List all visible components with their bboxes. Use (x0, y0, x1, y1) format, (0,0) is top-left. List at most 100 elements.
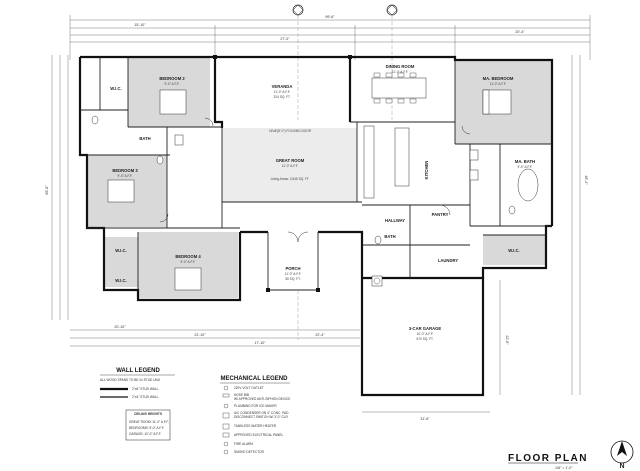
svg-text:BEDROOM 2: BEDROOM 2 (159, 76, 185, 81)
svg-text:BATH: BATH (139, 136, 150, 141)
dim-top-right: 20'-4" (515, 30, 525, 34)
title-block: FLOOR PLAN 1/8" = 1'-0" (508, 453, 588, 470)
svg-text:N: N (619, 463, 624, 470)
svg-text:BEDROOM 3: BEDROOM 3 (112, 168, 138, 173)
room-label-porch: PORCH 11'-0" A.F.F. 56 SQ. FT. (285, 266, 302, 281)
room-label-wic-bed4: W.I.C. (115, 278, 126, 283)
svg-text:W.I.C.: W.I.C. (115, 278, 126, 283)
room-label-laundry: LAUNDRY (438, 258, 459, 263)
svg-text:MA. BATH: MA. BATH (515, 159, 535, 164)
right-dimensions: 48'-4" (571, 55, 588, 395)
room-label-bath-center: BATH (384, 234, 395, 239)
svg-text:SMOKE DETECTOR: SMOKE DETECTOR (234, 450, 265, 454)
dim-bottom-a: 20'-10" (114, 325, 126, 329)
svg-text:DISCONNECT SWITCH W/ 3'-0" CLR: DISCONNECT SWITCH W/ 3'-0" CLR (234, 415, 288, 419)
doors (159, 117, 471, 243)
top-dimensions: 99'-6" 15'-10" 27'-0" 20'-4" (69, 15, 591, 60)
svg-text:9'-0" A.F.F.: 9'-0" A.F.F. (164, 82, 179, 86)
dim-top-overall: 99'-6" (325, 15, 335, 19)
dim-top-mid: 27'-0" (280, 37, 290, 41)
svg-text:16'x8'(8'-0") FOLDING DOOR: 16'x8'(8'-0") FOLDING DOOR (269, 129, 312, 133)
wall-legend-title: WALL LEGEND (116, 368, 160, 374)
svg-text:GREAT ROOM: GREAT ROOM (276, 158, 305, 163)
drawing-scale: 1/8" = 1'-0" (555, 466, 573, 470)
dim-garage-width: 31'-6" (420, 417, 430, 421)
left-dimensions: 65'-8" (45, 55, 69, 320)
room-label-dining: DINING ROOM 11'-0" A.F.F. (386, 64, 415, 74)
svg-text:GARAGE: 10'-0" A.F.F.: GARAGE: 10'-0" A.F.F. (129, 432, 161, 436)
svg-text:ALL WOOD SPANS TO BE 2x STUD U: ALL WOOD SPANS TO BE 2x STUD UNO (100, 378, 161, 382)
room-label-bedroom-3: BEDROOM 3 9'-0" A.F.F. (112, 168, 138, 178)
svg-text:DINING ROOM: DINING ROOM (386, 64, 415, 69)
room-label-fold-door: 16'x8'(8'-0") FOLDING DOOR (269, 129, 312, 133)
dim-garage-depth: 22'-6" (505, 335, 509, 345)
svg-text:3-CAR GARAGE: 3-CAR GARAGE (409, 326, 442, 331)
room-label-garage: 3-CAR GARAGE 10'-0" A.F.F. 670 SQ. FT. (409, 326, 442, 341)
svg-text:11'-0" A.F.F.: 11'-0" A.F.F. (490, 82, 507, 86)
room-label-master-bedroom: MA. BEDROOM 11'-0" A.F.F. (483, 76, 514, 86)
room-label-wic-master: W.I.C. (508, 248, 519, 253)
svg-text:324 SQ. FT.: 324 SQ. FT. (273, 95, 290, 99)
svg-text:BEDROOMS: 9'-0" A.F.F.: BEDROOMS: 9'-0" A.F.F. (129, 426, 165, 430)
svg-text:W.I.C.: W.I.C. (115, 248, 126, 253)
svg-text:10'-0" A.F.F.: 10'-0" A.F.F. (417, 332, 434, 336)
dim-bottom-d: 22'-4" (315, 333, 325, 337)
svg-text:220V VOLT OUTLET: 220V VOLT OUTLET (234, 386, 264, 390)
svg-text:APPROVED ELECTRICAL PANEL: APPROVED ELECTRICAL PANEL (234, 433, 283, 437)
drawing-title: FLOOR PLAN (508, 453, 588, 464)
svg-text:11'-0" A.F.F.: 11'-0" A.F.F. (274, 90, 291, 94)
room-fills (87, 57, 552, 298)
room-label-pantry: PANTRY (432, 212, 449, 217)
svg-text:Living Areas: 2,545 SQ. FT.: Living Areas: 2,545 SQ. FT. (271, 177, 310, 181)
svg-text:MA. BEDROOM: MA. BEDROOM (483, 76, 514, 81)
dim-bottom-b: 22'-10" (194, 333, 206, 337)
svg-text:HOSE BIB: HOSE BIB (234, 393, 249, 397)
svg-text:CEILING HEIGHTS: CEILING HEIGHTS (134, 412, 162, 416)
svg-text:GREAT ROOM: 11'-0" A.F.F.: GREAT ROOM: 11'-0" A.F.F. (129, 420, 169, 424)
svg-text:BATH: BATH (384, 234, 395, 239)
wall-legend: WALL LEGEND ALL WOOD SPANS TO BE 2x STUD… (100, 368, 175, 441)
svg-text:VERANDA: VERANDA (272, 84, 293, 89)
svg-text:W.I.C.: W.I.C. (110, 86, 121, 91)
svg-text:LAUNDRY: LAUNDRY (438, 258, 459, 263)
dim-right-overall: 48'-4" (584, 175, 588, 185)
svg-text:2"x6" STUD WALL: 2"x6" STUD WALL (132, 387, 159, 391)
room-label-master-bath: MA. BATH 9'-0" A.F.F. (515, 159, 535, 169)
svg-text:11'-0" A.F.F.: 11'-0" A.F.F. (282, 164, 299, 168)
bottom-dimensions: 20'-10" 22'-10" 17'-10" 22'-4" 31'-6" 22… (70, 280, 509, 421)
svg-text:PANTRY: PANTRY (432, 212, 449, 217)
svg-text:2"x4" STUD WALL: 2"x4" STUD WALL (132, 395, 159, 399)
dim-bottom-c: 17'-10" (254, 341, 266, 345)
svg-text:FIRE ALARM: FIRE ALARM (234, 442, 253, 446)
room-label-wic-left: W.I.C. (110, 86, 121, 91)
svg-text:HALLWAY: HALLWAY (385, 218, 405, 223)
mechanical-legend: MECHANICAL LEGEND 220V VOLT OUTLET HOSE … (220, 376, 290, 455)
room-label-bath-left: BATH (139, 136, 150, 141)
svg-text:9'-0" A.F.F.: 9'-0" A.F.F. (117, 174, 132, 178)
svg-text:A/C CONDENSER ON 4" CONC. PAD: A/C CONDENSER ON 4" CONC. PAD (234, 411, 289, 415)
svg-text:KITCHEN: KITCHEN (424, 161, 429, 180)
room-label-bedroom-4: BEDROOM 4 9'-0" A.F.F. (175, 254, 201, 264)
room-label-great-room: GREAT ROOM 11'-0" A.F.F. Living Areas: 2… (271, 158, 310, 181)
room-label-veranda: VERANDA 11'-0" A.F.F. 324 SQ. FT. (272, 84, 293, 99)
section-marker-left (292, 4, 304, 120)
svg-text:W.I.C.: W.I.C. (508, 248, 519, 253)
svg-text:56 SQ. FT.: 56 SQ. FT. (285, 277, 300, 281)
svg-text:TANKLESS WATER HEATER: TANKLESS WATER HEATER (234, 424, 277, 428)
svg-text:W/ APPROVED ANTI-SIPHON DEVICE: W/ APPROVED ANTI-SIPHON DEVICE (234, 397, 290, 401)
room-label-hallway: HALLWAY (385, 218, 405, 223)
mechanical-legend-title: MECHANICAL LEGEND (221, 376, 289, 382)
room-label-wic-bed3: W.I.C. (115, 248, 126, 253)
room-label-bedroom-2: BEDROOM 2 9'-0" A.F.F. (159, 76, 185, 86)
svg-text:9'-0" A.F.F.: 9'-0" A.F.F. (180, 260, 195, 264)
svg-text:11'-0" A.F.F.: 11'-0" A.F.F. (285, 272, 302, 276)
svg-text:11'-0" A.F.F.: 11'-0" A.F.F. (392, 70, 409, 74)
fixtures (91, 72, 539, 291)
dim-top-left: 15'-10" (134, 23, 146, 27)
dim-left-overall: 65'-8" (45, 185, 49, 195)
svg-text:670 SQ. FT.: 670 SQ. FT. (416, 337, 433, 341)
svg-text:BEDROOM 4: BEDROOM 4 (175, 254, 201, 259)
interior-walls (80, 57, 552, 291)
svg-text:PLUMBING FOR ICE MAKER: PLUMBING FOR ICE MAKER (234, 404, 277, 408)
